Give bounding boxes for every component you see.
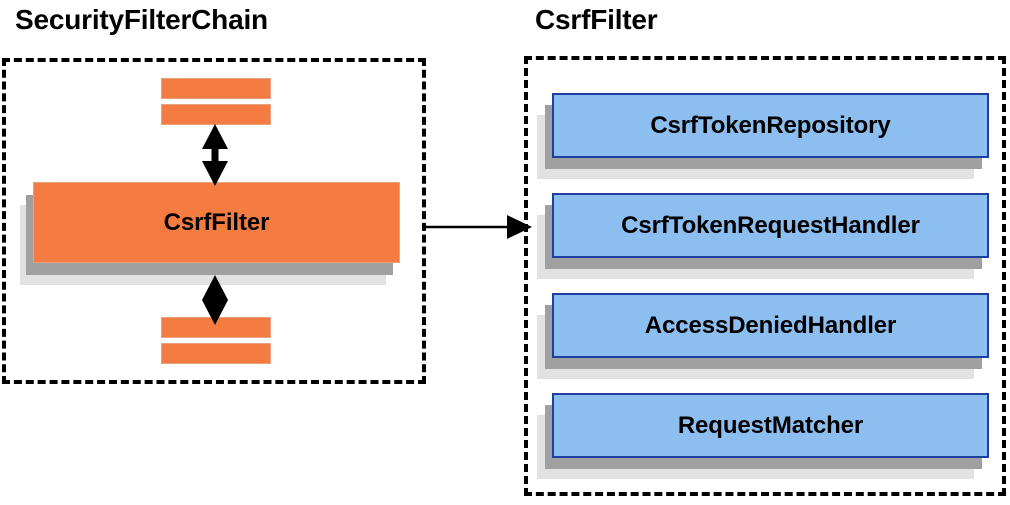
collaborator-card-face: AccessDeniedHandler [552,293,989,358]
filter-bar-top-1 [161,78,271,99]
page-title-csrf-filter: CsrfFilter [535,4,658,35]
csrf-filter-card-face: CsrfFilter [33,182,400,263]
collaborator-card-face: CsrfTokenRepository [552,93,989,158]
csrf-filter-card[interactable]: CsrfFilter [20,182,400,285]
csrf-filter-detail-panel [524,56,1006,496]
filter-bar-bottom-1 [161,317,271,338]
collaborator-card-label: CsrfTokenRepository [650,111,891,139]
security-filter-chain-panel [2,58,426,384]
collaborator-card-label: AccessDeniedHandler [644,311,897,339]
csrf-filter-to-detail-arrow [423,215,532,239]
collaborator-card-accessdeniedhandler[interactable]: AccessDeniedHandler [537,293,989,379]
collaborator-card-label: CsrfTokenRequestHandler [621,211,920,239]
collaborator-card-face: CsrfTokenRequestHandler [552,193,989,258]
collaborator-card-face: RequestMatcher [552,393,989,458]
collaborator-card-label: RequestMatcher [677,411,864,439]
filter-bar-bottom-2 [161,343,271,364]
collaborator-card-csrftokenrequesthandler[interactable]: CsrfTokenRequestHandler [537,193,989,279]
csrf-filter-card-label: CsrfFilter [163,208,270,236]
filter-bar-top-2 [161,104,271,125]
collaborator-card-requestmatcher[interactable]: RequestMatcher [537,393,989,479]
page-title-security-filter-chain: SecurityFilterChain [15,4,268,35]
collaborator-card-csrftokenrepository[interactable]: CsrfTokenRepository [537,93,989,179]
